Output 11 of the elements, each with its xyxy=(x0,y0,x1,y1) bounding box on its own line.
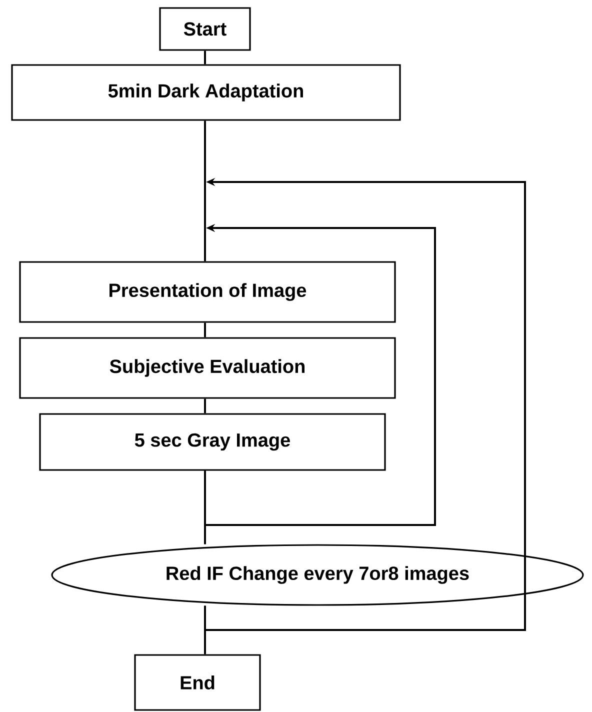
connector-line xyxy=(204,50,206,64)
process-box: 5 sec Gray Image xyxy=(39,413,386,471)
process-box: Start xyxy=(159,7,251,51)
process-box: Subjective Evaluation xyxy=(19,337,396,399)
connector-line xyxy=(204,120,206,262)
connector-line xyxy=(204,322,206,338)
oval-box: Red IF Change every 7or8 images xyxy=(51,544,584,606)
process-box: 5min Dark Adaptation xyxy=(11,64,401,121)
connector-line xyxy=(204,398,206,414)
process-box: End xyxy=(134,654,261,711)
process-box: Presentation of Image xyxy=(19,261,396,323)
